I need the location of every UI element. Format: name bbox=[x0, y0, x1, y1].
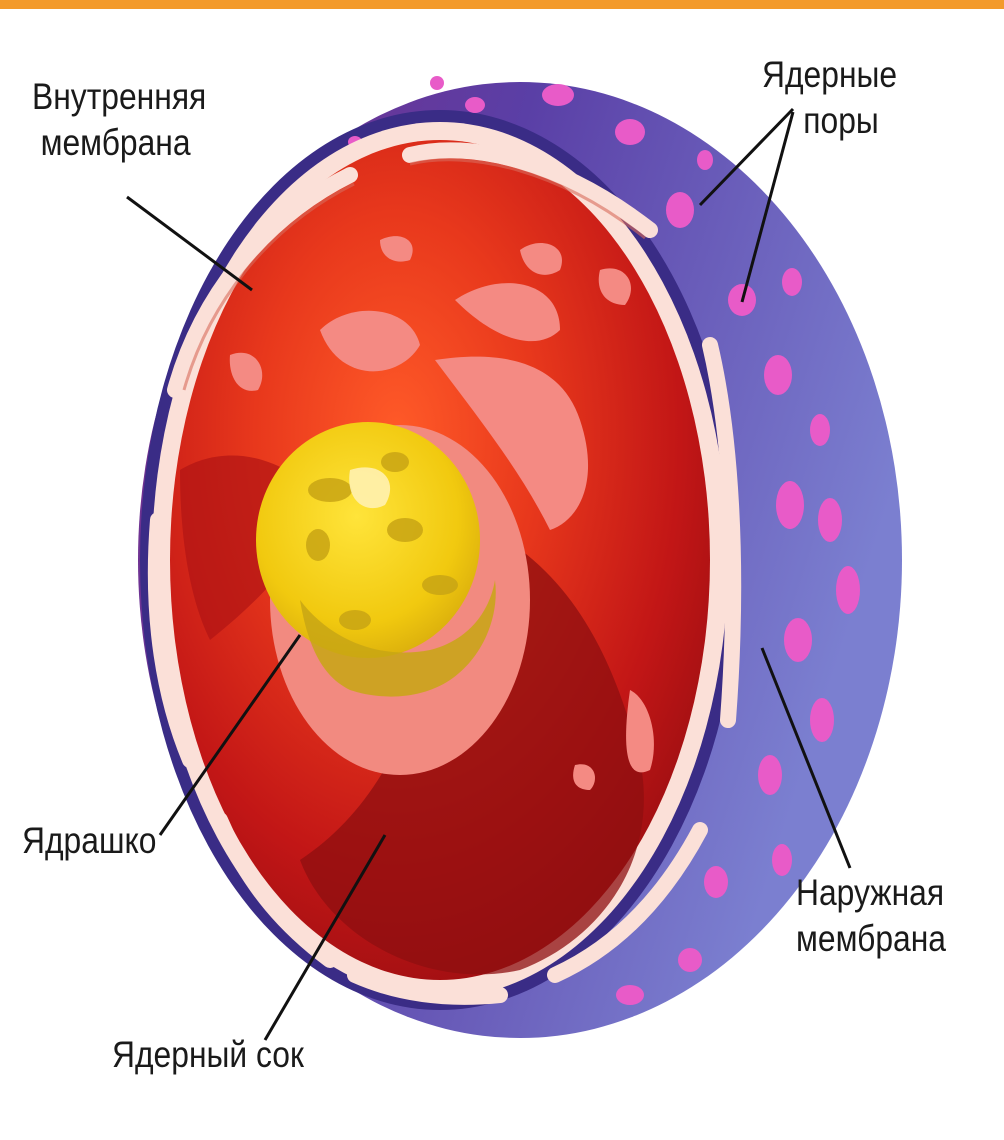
nuclear-pores-label-line-2: поры bbox=[762, 98, 897, 144]
inner-membrane-label: Внутренняя мембрана bbox=[32, 74, 206, 166]
inner-membrane-label-line-2: мембрана bbox=[32, 120, 206, 166]
nuclear-sap-label-text: Ядерный сок bbox=[112, 1032, 304, 1078]
outer-membrane-label-line-1: Наружная bbox=[796, 870, 946, 916]
outer-membrane-label-line-2: мембрана bbox=[796, 916, 946, 962]
nuclear-sap-label: Ядерный сок bbox=[112, 1032, 304, 1078]
outer-membrane-label: Наружная мембрана bbox=[796, 870, 946, 962]
nuclear-pores-label-line-1: Ядерные bbox=[762, 52, 897, 98]
nuclear-pores-label: Ядерные поры bbox=[762, 52, 897, 144]
inner-membrane-label-line-1: Внутренняя bbox=[32, 74, 206, 120]
nucleolus-label: Ядрашко bbox=[22, 818, 156, 864]
nucleolus-label-text: Ядрашко bbox=[22, 818, 156, 864]
